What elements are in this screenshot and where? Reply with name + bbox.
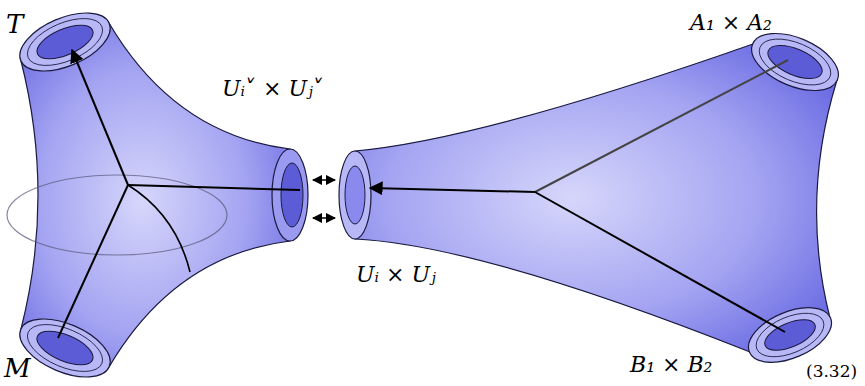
equation-number: (3.32) xyxy=(806,362,857,382)
cuff-hole xyxy=(32,18,97,65)
boundary-label: A₁ × A₂ xyxy=(690,10,772,35)
graph-edge xyxy=(370,188,535,192)
cuff-hole xyxy=(763,39,827,86)
cuff-ring xyxy=(750,304,830,365)
pants-surface xyxy=(355,44,837,352)
double-arrow xyxy=(313,217,335,219)
boundary-label: B₁ × B₂ xyxy=(630,352,712,377)
graph-edge xyxy=(128,185,190,272)
gluing-arrows xyxy=(313,180,335,218)
cuff-rim xyxy=(272,149,308,241)
pants-surface xyxy=(21,23,290,367)
cuff-hole xyxy=(281,163,303,227)
graph-edge xyxy=(72,50,128,185)
cuff-rim xyxy=(11,1,118,83)
boundary-label: Uᵢ˅ × Uⱼ˅ xyxy=(222,76,324,101)
boundary-label: Uᵢ × Uⱼ xyxy=(356,262,436,287)
graph-edge xyxy=(128,185,300,190)
cuff-ring xyxy=(345,166,365,224)
double-arrow xyxy=(313,179,335,181)
boundary-label: T xyxy=(6,10,23,40)
cuff-hole xyxy=(760,313,819,356)
graph-edge xyxy=(58,185,128,338)
right-pants xyxy=(339,22,847,373)
cuff-hole xyxy=(32,324,97,371)
cuff-ring xyxy=(21,9,109,75)
graph-edge xyxy=(535,60,788,192)
graph-edge xyxy=(535,192,785,332)
cuff-ring xyxy=(753,30,838,95)
boundary-label: M xyxy=(4,354,31,384)
cuff-rim xyxy=(339,151,371,239)
left-pants xyxy=(7,1,308,386)
